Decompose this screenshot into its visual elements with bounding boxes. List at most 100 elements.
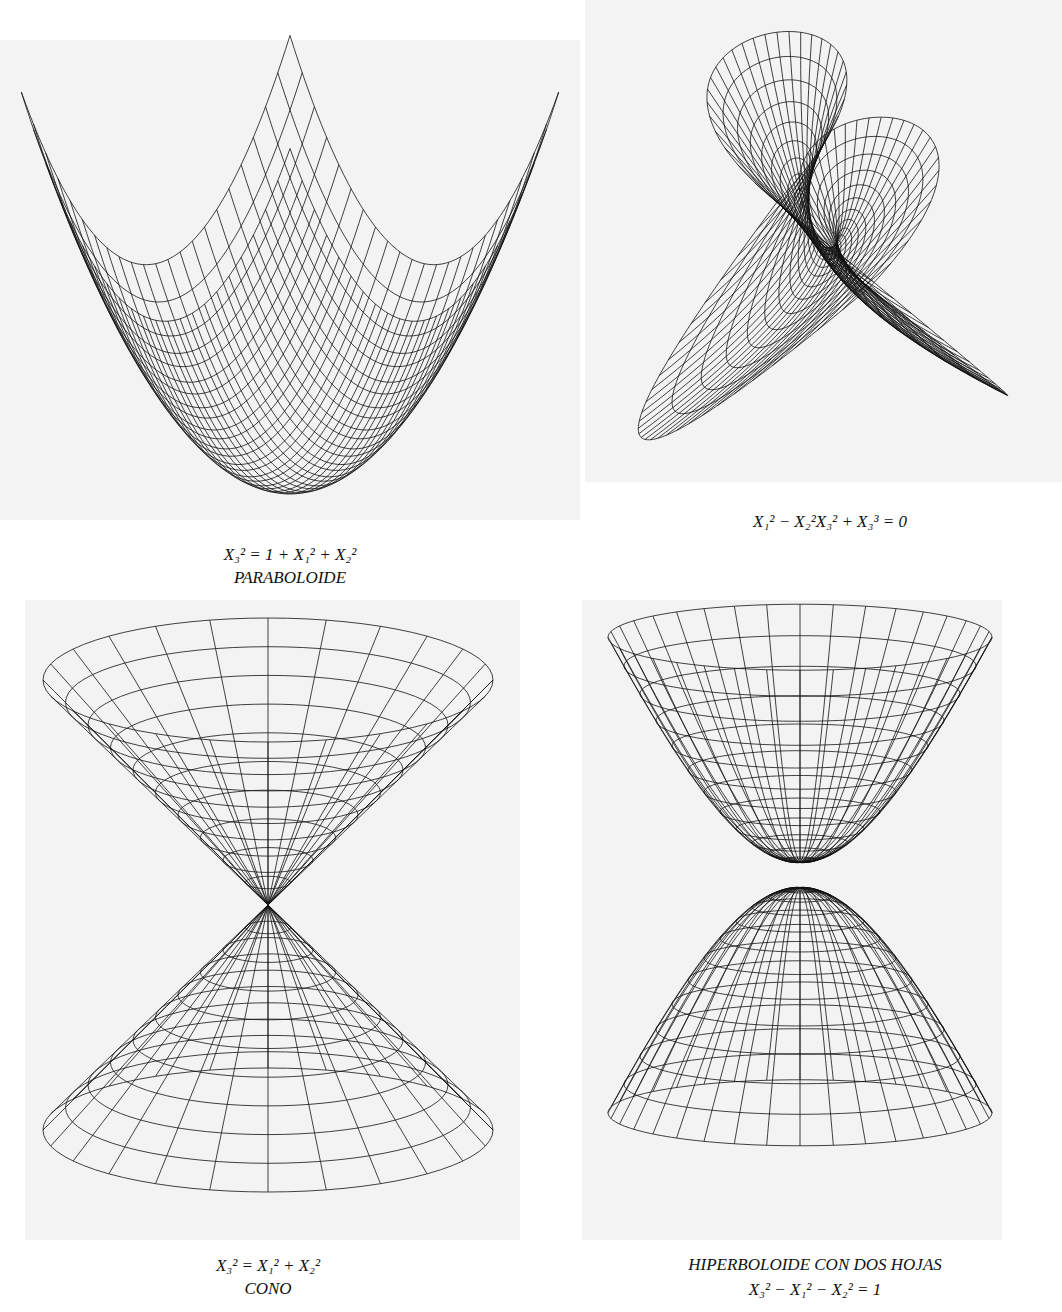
- singular-surface-mesh: [638, 32, 1007, 440]
- mesh-line: [268, 905, 485, 1114]
- mesh-line: [34, 73, 303, 302]
- mesh-line: [266, 153, 535, 382]
- mesh-line: [800, 643, 989, 862]
- mesh-line: [704, 666, 800, 863]
- mesh-line: [800, 649, 980, 863]
- mesh-line: [800, 605, 833, 862]
- mesh-line: [21, 35, 290, 264]
- mesh-line: [268, 696, 485, 905]
- mesh-line: [800, 604, 801, 862]
- mesh-line: [734, 668, 800, 862]
- mesh-line: [800, 888, 989, 1107]
- mesh-line: [268, 742, 269, 905]
- mesh-line: [156, 734, 269, 905]
- mesh-line: [653, 658, 800, 862]
- mesh-line: [800, 626, 980, 862]
- cone-upper-mesh: [43, 618, 493, 905]
- mesh-line: [634, 654, 800, 862]
- mesh-line: [268, 905, 463, 1161]
- mesh-line: [726, 135, 921, 368]
- mesh-line: [800, 612, 923, 862]
- mesh-line: [109, 724, 268, 905]
- mesh-line: [767, 670, 800, 863]
- mesh-line: [210, 905, 268, 1190]
- mesh-line: [268, 905, 326, 1070]
- mesh-line: [800, 658, 947, 862]
- mesh-line: [268, 680, 493, 905]
- mesh-line: [43, 905, 268, 1130]
- mesh-line: [734, 606, 800, 862]
- mesh-line: [268, 618, 269, 905]
- mesh-line: [800, 609, 896, 862]
- mesh-line: [109, 905, 268, 1174]
- mesh-line: [800, 888, 896, 1141]
- mesh-line: [210, 620, 268, 905]
- mesh-line: [620, 649, 800, 863]
- mesh-line: [767, 888, 800, 1145]
- mesh-line: [73, 905, 268, 1161]
- mesh-line: [702, 228, 986, 416]
- mesh-line: [268, 905, 427, 1174]
- mesh-line: [800, 888, 992, 1113]
- mesh-line: [620, 888, 800, 1124]
- mesh-line: [290, 92, 559, 321]
- mesh-line: [742, 43, 839, 254]
- mesh-line: [653, 888, 800, 1134]
- mesh-line: [800, 887, 896, 1084]
- mesh-line: [638, 202, 869, 440]
- mesh-line: [707, 32, 847, 203]
- mesh-line: [82, 189, 351, 418]
- equation: X₃² − X₁² − X₂² = 1: [749, 1280, 882, 1300]
- mesh-line: [43, 680, 268, 905]
- mesh-line: [268, 905, 381, 1076]
- mesh-line: [767, 605, 800, 862]
- mesh-line: [268, 905, 493, 1130]
- mesh-line: [672, 178, 891, 414]
- mesh-line: [268, 724, 427, 905]
- mesh-line: [268, 734, 381, 905]
- mesh-line: [180, 262, 449, 491]
- mesh-line: [677, 888, 800, 1138]
- mesh-line: [205, 248, 474, 477]
- mesh-line: [800, 670, 801, 863]
- mesh-line: [210, 905, 268, 1070]
- mesh-line: [800, 888, 833, 1145]
- mesh-line: [73, 711, 268, 905]
- mesh-line: [608, 637, 800, 862]
- mesh-line: [253, 137, 522, 366]
- mesh-line: [800, 888, 989, 1119]
- panel: [25, 600, 520, 1240]
- mesh-line: [800, 888, 992, 1113]
- mesh-line: [268, 740, 326, 905]
- mesh-line: [278, 124, 547, 353]
- mesh-line: [798, 61, 935, 287]
- paraboloid-mesh: [21, 35, 558, 493]
- mesh-line: [46, 107, 315, 336]
- mesh-line: [180, 252, 449, 481]
- mesh-line: [143, 265, 412, 494]
- mesh-line: [266, 107, 535, 336]
- mesh-line: [634, 888, 800, 1096]
- mesh-line: [278, 73, 547, 302]
- mesh-line: [639, 230, 988, 422]
- mesh-line: [73, 649, 268, 905]
- mesh-line: [800, 888, 966, 1129]
- mesh-line: [642, 221, 980, 412]
- mesh-line: [653, 616, 800, 862]
- mesh-line: [95, 210, 364, 439]
- mesh-line: [51, 905, 268, 1146]
- mesh-line: [634, 621, 800, 862]
- mesh-line: [290, 35, 559, 264]
- mesh-line: [21, 92, 290, 321]
- mesh-line: [800, 888, 866, 1144]
- mesh-line: [800, 616, 947, 862]
- mesh-line: [777, 202, 1008, 395]
- mesh-line: [800, 888, 966, 1096]
- mesh-line: [156, 264, 425, 493]
- mesh-line: [156, 905, 269, 1184]
- mesh-line: [131, 262, 400, 491]
- mesh-line: [268, 905, 493, 1130]
- cone-lower-mesh: [43, 905, 493, 1192]
- mesh-line: [611, 888, 800, 1107]
